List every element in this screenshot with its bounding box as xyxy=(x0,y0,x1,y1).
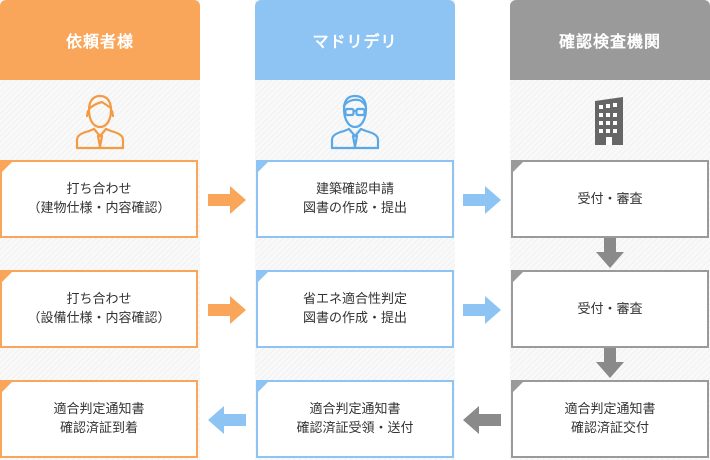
madoriderii-step-3-line-2: 確認済証受領・送付 xyxy=(296,421,414,436)
inspection-step-3-line-1: 適合判定通知書 xyxy=(564,402,656,417)
businessman-icon xyxy=(0,92,200,150)
arrow-right-icon xyxy=(463,186,501,214)
arrow-down-icon xyxy=(596,238,624,268)
inspection-step-1-line-1: 受付・審査 xyxy=(577,191,643,207)
madoriderii-step-2: 省エネ適合性判定 図書の作成・提出 xyxy=(256,270,454,348)
inspection-step-1: 受付・審査 xyxy=(511,160,709,238)
engineer-with-glasses-icon xyxy=(255,92,455,150)
client-step-1: 打ち合わせ （建物仕様・内容確認） xyxy=(0,160,198,238)
client-step-3-line-2: 確認済証到着 xyxy=(59,421,138,436)
client-step-2-line-2: （設備仕様・内容確認） xyxy=(27,311,171,326)
client-step-1-line-1: 打ち合わせ xyxy=(66,182,132,197)
madoriderii-step-3: 適合判定通知書 確認済証受領・送付 xyxy=(256,380,454,458)
arrow-left-icon xyxy=(208,406,246,434)
client-step-3-line-1: 適合判定通知書 xyxy=(53,402,145,417)
madoriderii-step-3-line-1: 適合判定通知書 xyxy=(309,402,401,417)
arrow-down-icon xyxy=(596,348,624,378)
client-step-2: 打ち合わせ （設備仕様・内容確認） xyxy=(0,270,198,348)
madoriderii-step-2-line-1: 省エネ適合性判定 xyxy=(302,292,407,307)
madoriderii-step-1: 建築確認申請 図書の作成・提出 xyxy=(256,160,454,238)
inspection-header: 確認検査機関 xyxy=(510,0,710,80)
arrow-right-icon xyxy=(208,296,246,324)
arrow-right-icon xyxy=(208,186,246,214)
madoriderii-step-1-line-2: 図書の作成・提出 xyxy=(302,201,407,216)
client-step-3: 適合判定通知書 確認済証到着 xyxy=(0,380,198,458)
arrow-left-icon xyxy=(463,406,501,434)
inspection-step-3: 適合判定通知書 確認済証交付 xyxy=(511,380,709,458)
client-step-1-line-2: （建物仕様・内容確認） xyxy=(27,201,171,216)
madoriderii-step-2-line-2: 図書の作成・提出 xyxy=(302,311,407,326)
client-step-2-line-1: 打ち合わせ xyxy=(66,292,132,307)
madoriderii-step-1-line-1: 建築確認申請 xyxy=(315,182,394,197)
inspection-step-3-line-2: 確認済証交付 xyxy=(570,421,649,436)
client-header: 依頼者様 xyxy=(0,0,200,80)
office-building-icon xyxy=(510,92,710,150)
inspection-step-2: 受付・審査 xyxy=(511,270,709,348)
inspection-step-2-line-1: 受付・審査 xyxy=(577,301,643,317)
arrow-right-icon xyxy=(463,296,501,324)
madoriderii-header: マドリデリ xyxy=(255,0,455,80)
